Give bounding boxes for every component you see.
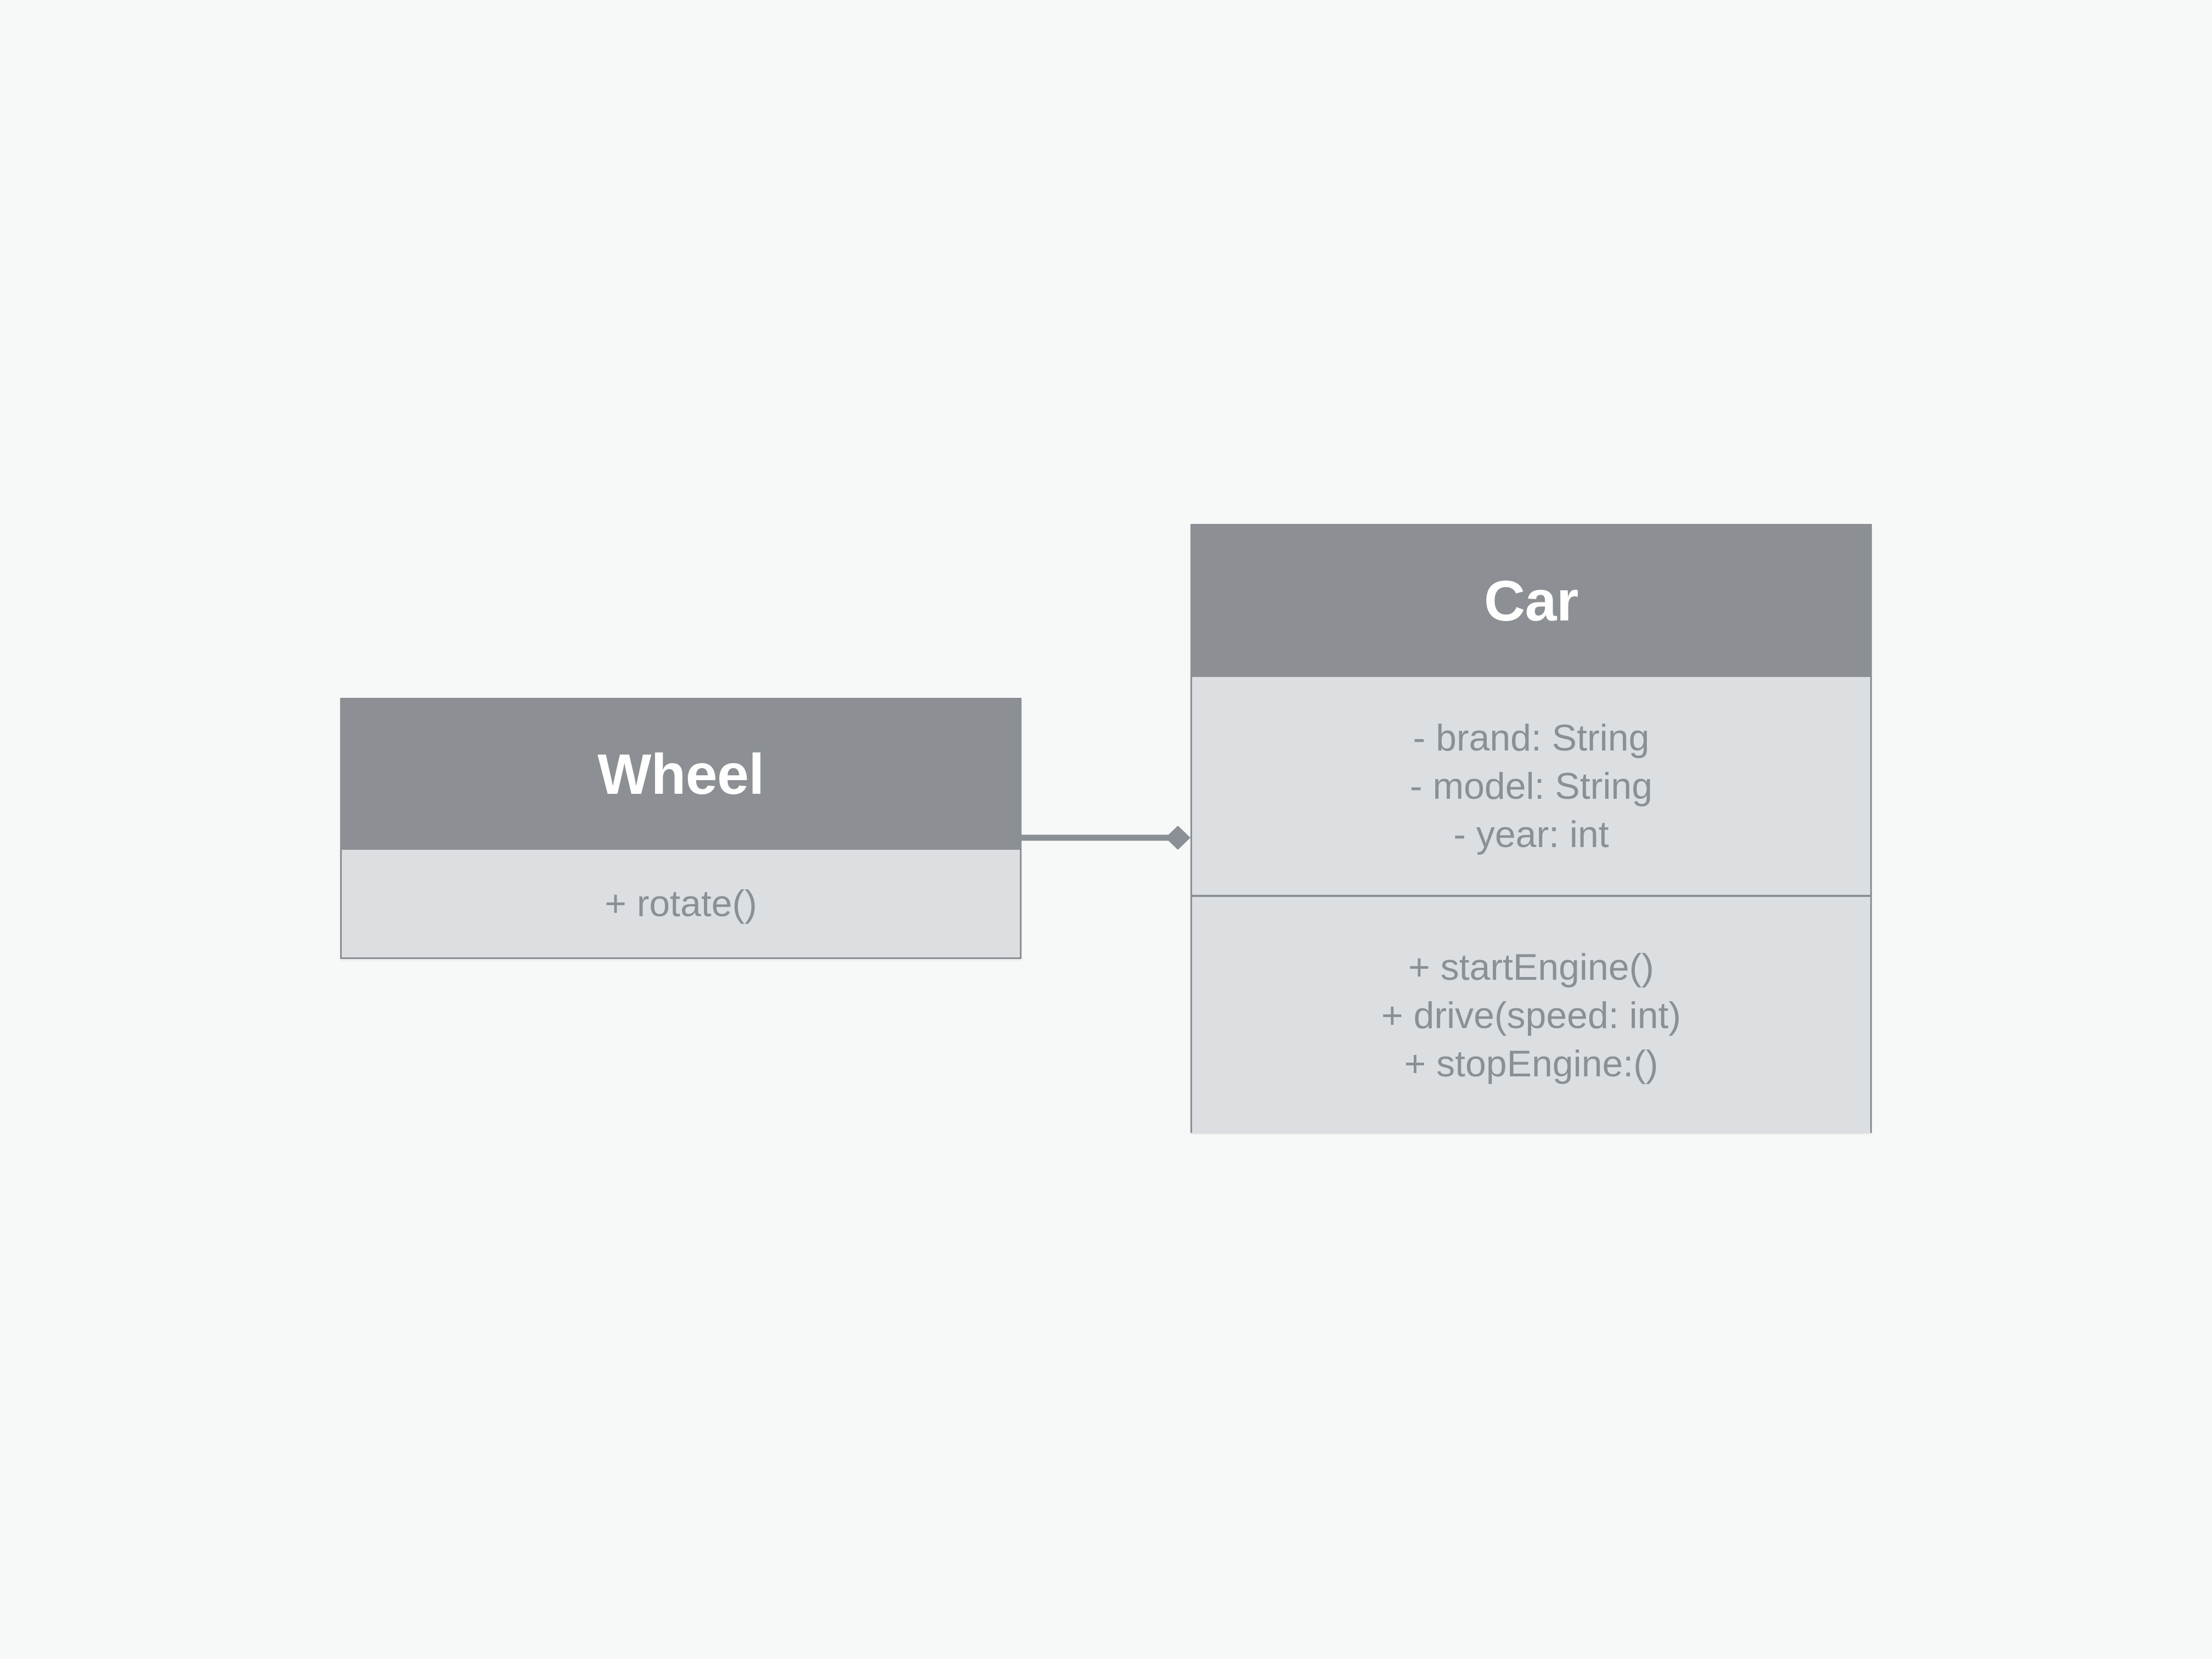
composition-relationship-wheel-car[interactable] [1022, 821, 1192, 854]
uml-class-wheel[interactable]: Wheel + rotate() [340, 698, 1022, 959]
filled-diamond-icon [1165, 826, 1190, 850]
uml-class-car-methods: + startEngine() + drive(speed: int) + st… [1192, 895, 1870, 1133]
uml-attribute-row: - year: int [1453, 813, 1609, 855]
uml-method-row: + rotate() [605, 883, 757, 924]
uml-class-car[interactable]: Car - brand: String - model: String - ye… [1190, 524, 1872, 1133]
uml-class-wheel-methods: + rotate() [342, 850, 1020, 957]
uml-method-row: + startEngine() [1408, 946, 1654, 988]
uml-class-car-attributes: - brand: String - model: String - year: … [1192, 677, 1870, 895]
uml-class-wheel-title: Wheel [342, 699, 1020, 850]
uml-attribute-row: - brand: String [1413, 716, 1650, 759]
uml-method-row: + stopEngine:() [1404, 1042, 1658, 1085]
uml-method-row: + drive(speed: int) [1381, 994, 1681, 1036]
uml-attribute-row: - model: String [1409, 765, 1653, 807]
uml-class-car-title: Car [1192, 526, 1870, 677]
